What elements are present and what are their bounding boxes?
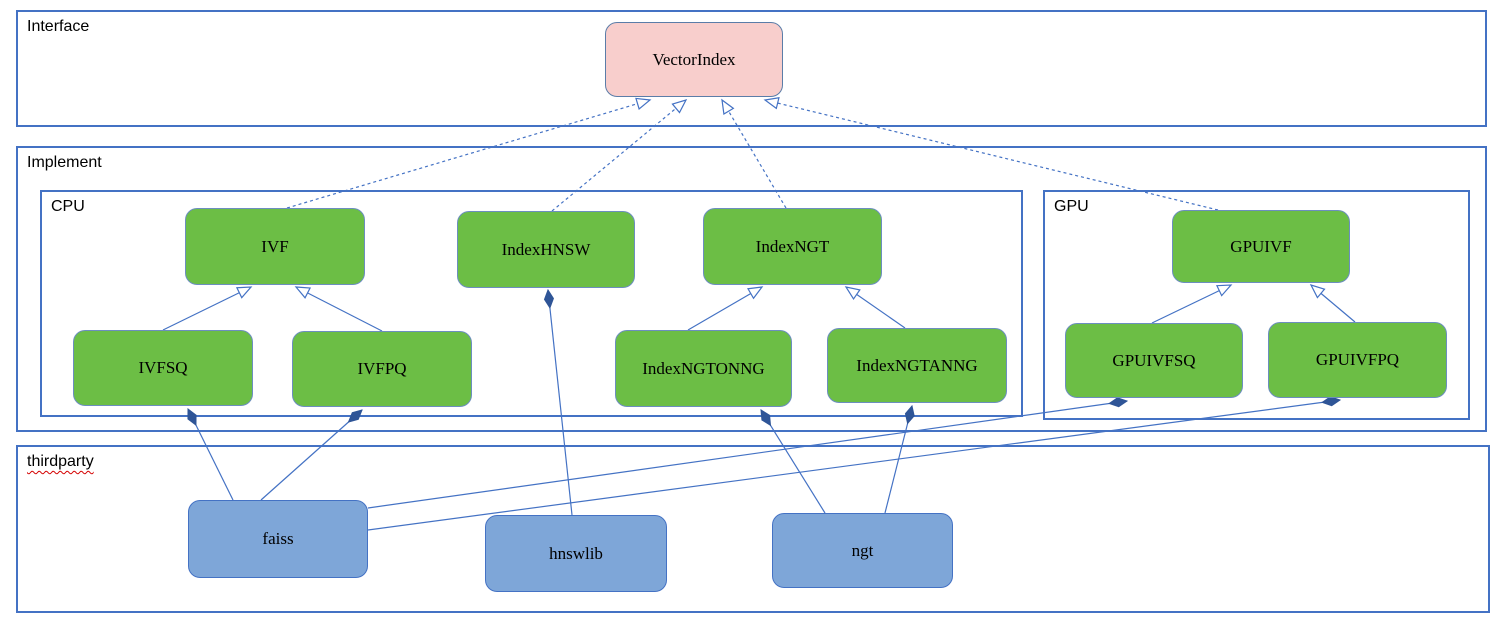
edge-gpuivfsq-gpuivf	[1151, 284, 1233, 324]
node-indexhnsw[interactable]: IndexHNSW	[457, 211, 635, 288]
node-gpuivf-label: GPUIVF	[1230, 236, 1292, 256]
edge-ngt-indexngtonng	[761, 410, 826, 514]
node-vectorindex-label: VectorIndex	[652, 49, 736, 69]
node-indexngt-label: IndexNGT	[755, 236, 830, 256]
node-indexngt[interactable]: IndexNGT	[703, 208, 882, 285]
node-ivfsq[interactable]: IVFSQ	[73, 330, 253, 406]
edge-hnswlib-indexhnsw	[548, 290, 573, 516]
node-gpuivfpq-label: GPUIVFPQ	[1315, 350, 1400, 369]
edge-gpuivf-vectorindex	[763, 96, 1219, 211]
node-ngt-label: ngt	[851, 540, 874, 560]
node-ivfpq[interactable]: IVFPQ	[292, 331, 472, 407]
node-indexngtanng-label: IndexNGTANNG	[856, 355, 978, 375]
container-interface: Interface	[16, 10, 1487, 127]
edge-indexhnsw-vectorindex	[551, 99, 688, 212]
node-ivfsq-label: IVFSQ	[138, 358, 188, 377]
edge-gpuivfpq-gpuivf	[1309, 284, 1356, 323]
node-ngt[interactable]: ngt	[772, 513, 953, 588]
edge-indexngtanng-indexngt	[844, 286, 906, 329]
node-ivf[interactable]: IVF	[185, 208, 365, 285]
container-gpu-label: GPU	[1054, 198, 1089, 215]
node-gpuivfsq[interactable]: GPUIVFSQ	[1065, 323, 1243, 398]
container-cpu-label: CPU	[51, 198, 85, 215]
edge-indexngt-vectorindex	[721, 98, 787, 209]
edge-faiss-gpuivfsq	[367, 401, 1127, 509]
node-hnswlib[interactable]: hnswlib	[485, 515, 667, 592]
node-gpuivf[interactable]: GPUIVF	[1172, 210, 1350, 283]
edge-ivfpq-ivf	[294, 286, 383, 332]
container-thirdparty-label: thirdparty	[27, 453, 94, 470]
container-interface-label: Interface	[27, 18, 90, 35]
container-implement-label: Implement	[27, 154, 102, 171]
node-indexngtonng[interactable]: IndexNGTONNG	[615, 330, 792, 407]
edge-indexngtonng-indexngt	[687, 286, 764, 331]
node-indexngtanng[interactable]: IndexNGTANNG	[827, 328, 1007, 403]
container-implement: Implement	[16, 146, 1487, 432]
node-hnswlib-label: hnswlib	[549, 543, 603, 563]
container-gpu: GPU	[1043, 190, 1470, 420]
node-ivf-label: IVF	[261, 236, 289, 256]
node-vectorindex[interactable]: VectorIndex	[605, 22, 783, 97]
edge-ivfsq-ivf	[162, 286, 253, 331]
node-gpuivfpq[interactable]: GPUIVFPQ	[1268, 322, 1447, 398]
edge-faiss-ivfsq	[188, 409, 234, 501]
node-faiss[interactable]: faiss	[188, 500, 368, 578]
edge-faiss-ivfpq	[260, 410, 362, 501]
container-thirdparty: thirdparty	[16, 445, 1490, 613]
node-gpuivfsq-label: GPUIVFSQ	[1112, 350, 1196, 370]
node-indexngtonng-label: IndexNGTONNG	[642, 358, 765, 378]
node-ivfpq-label: IVFPQ	[357, 359, 407, 378]
node-indexhnsw-label: IndexHNSW	[501, 239, 591, 259]
node-faiss-label: faiss	[262, 529, 294, 548]
edge-ivf-vectorindex	[286, 97, 652, 209]
container-cpu: CPU	[40, 190, 1023, 417]
edge-faiss-gpuivfpq	[367, 400, 1340, 531]
